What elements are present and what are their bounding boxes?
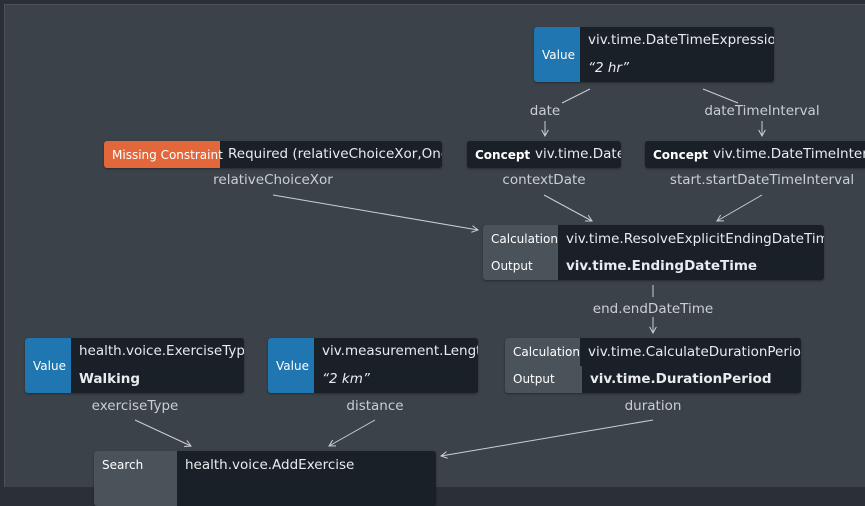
node-value: “2 hr”	[588, 62, 774, 76]
node-type: viv.time.DateTimeInterval	[713, 148, 865, 162]
edge-label-date: date	[530, 103, 560, 119]
calculation-label: Calculation	[483, 225, 558, 253]
node-missing-constraint[interactable]: Missing Constraint Required (relativeCho…	[104, 141, 442, 168]
node-calculate-duration[interactable]: Calculation viv.time.CalculateDurationPe…	[505, 338, 801, 393]
value-tag: Value	[534, 27, 580, 82]
value-tag: Value	[25, 338, 71, 393]
search-lower-label	[94, 479, 177, 506]
node-resolve-ending-datetime[interactable]: Calculation viv.time.ResolveExplicitEndi…	[483, 225, 824, 280]
calculation-value: viv.time.CalculateDurationPeriod	[580, 338, 801, 366]
edge-label-end-datetime: end.endDateTime	[593, 301, 713, 317]
node-type: viv.measurement.Length	[322, 345, 478, 359]
calculation-label: Calculation	[505, 338, 580, 366]
constraint-text: Required (relativeChoiceXor,One)	[228, 148, 442, 162]
node-search-add-exercise[interactable]: Search health.voice.AddExercise	[94, 451, 436, 506]
search-value: health.voice.AddExercise	[177, 451, 362, 479]
search-lower-value	[177, 479, 193, 506]
edge-label-datetime-interval: dateTimeInterval	[704, 103, 819, 119]
search-label: Search	[94, 451, 177, 479]
node-value: Walking	[79, 373, 244, 387]
output-value: viv.time.DurationPeriod	[582, 366, 780, 394]
concept-tag: Concept	[645, 141, 709, 168]
node-length[interactable]: Value viv.measurement.Length “2 km”	[268, 338, 478, 393]
missing-constraint-tag: Missing Constraint	[104, 141, 220, 168]
node-concept-datetime-interval[interactable]: Concept viv.time.DateTimeInterval	[645, 141, 865, 168]
node-exercise-type[interactable]: Value health.voice.ExerciseType Walking	[25, 338, 244, 393]
output-value: viv.time.EndingDateTime	[558, 253, 765, 281]
edge-label-distance: distance	[346, 398, 403, 414]
node-value: “2 km”	[322, 373, 478, 387]
node-type: health.voice.ExerciseType	[79, 345, 244, 359]
node-datetime-expression[interactable]: Value viv.time.DateTimeExpression “2 hr”	[534, 27, 774, 82]
concept-tag: Concept	[467, 141, 531, 168]
edge-label-start-interval: start.startDateTimeInterval	[670, 172, 854, 188]
output-label: Output	[483, 253, 558, 281]
edge-label-duration: duration	[625, 398, 682, 414]
edge-label-exercise-type: exerciseType	[92, 398, 179, 414]
value-tag: Value	[268, 338, 314, 393]
output-label: Output	[505, 366, 582, 394]
node-concept-date[interactable]: Concept viv.time.Date	[467, 141, 621, 168]
edge-label-context-date: contextDate	[502, 172, 585, 188]
node-type: viv.time.Date	[535, 148, 621, 162]
calculation-value: viv.time.ResolveExplicitEndingDateTime	[558, 225, 824, 253]
node-type: viv.time.DateTimeExpression	[588, 34, 774, 48]
edge-label-relative-choice-xor: relativeChoiceXor	[213, 172, 333, 188]
